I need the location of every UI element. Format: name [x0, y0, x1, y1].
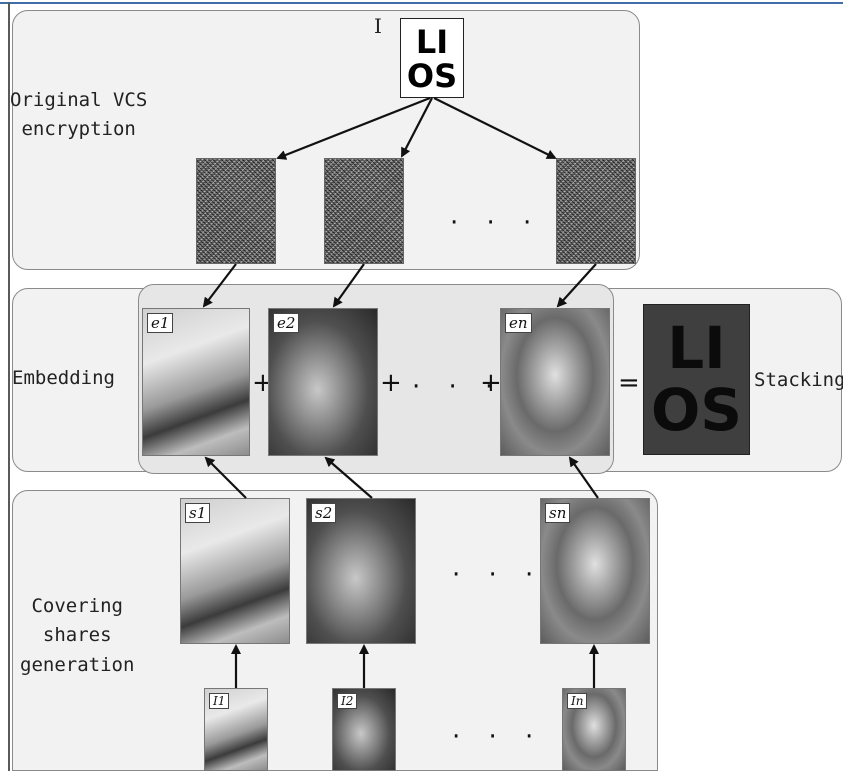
- covering-share-1-tag: s1: [185, 503, 211, 523]
- embedding-ellipsis: · · ·: [412, 372, 504, 402]
- cover-image-2: I2: [332, 688, 396, 771]
- vcs-share-ellipsis: · · ·: [450, 208, 542, 238]
- stacking-label: Stacking: [754, 369, 843, 391]
- embedded-share-2-tag: e2: [273, 313, 300, 333]
- covering-share-2-tag: s2: [311, 503, 337, 523]
- embedded-share-n-tag: en: [505, 313, 532, 333]
- arrow-share-1-to-embedded-1: [202, 263, 237, 308]
- covering-share-2: s2: [306, 498, 416, 644]
- vcs-share-1: [196, 158, 276, 264]
- vcs-share-2: [324, 158, 404, 264]
- stacked-result-image: LI OS: [643, 304, 750, 455]
- embedded-share-2: e2: [268, 308, 378, 456]
- arrow-secret-to-share-1: [276, 96, 431, 160]
- arrow-secret-to-share-2: [401, 97, 433, 158]
- cover-image-n: In: [562, 688, 626, 771]
- embedding-label: Embedding: [12, 367, 115, 389]
- arrow-secret-to-share-n: [433, 97, 557, 159]
- secret-image-line2: OS: [406, 57, 458, 95]
- plus-sign-3: +: [480, 368, 502, 398]
- equals-sign: =: [618, 368, 640, 398]
- arrow-covering-n-to-embedded-n: [568, 456, 599, 499]
- stacked-result-line1: LI: [667, 314, 726, 382]
- secret-image: LI OS: [400, 18, 464, 98]
- cover-image-1-tag: I1: [209, 693, 230, 709]
- cover-image-n-tag: In: [567, 693, 588, 709]
- arrow-covering-1-to-embedded-1: [204, 456, 247, 499]
- covering-share-1: s1: [180, 498, 290, 644]
- vcs-share-n: [556, 158, 636, 264]
- secret-image-marker: I: [374, 14, 382, 38]
- left-frame-line: [8, 2, 10, 771]
- secret-image-line1: LI: [415, 23, 449, 61]
- covering-share-n-tag: sn: [545, 503, 571, 523]
- arrow-covering-2-to-embedded-2: [324, 456, 373, 499]
- covering-shares-label: Covering shares generation: [20, 595, 135, 676]
- cover-image-ellipsis: · · ·: [452, 722, 544, 752]
- stacked-result-line2: OS: [650, 376, 743, 444]
- covering-ellipsis: · · ·: [452, 560, 544, 590]
- covering-share-n: sn: [540, 498, 650, 644]
- arrow-share-2-to-embedded-2: [332, 263, 365, 308]
- embedded-share-1-tag: e1: [147, 313, 174, 333]
- embedded-share-1: e1: [142, 308, 250, 456]
- embedded-share-n: en: [500, 308, 610, 456]
- top-frame-line: [0, 2, 843, 4]
- plus-sign-2: +: [380, 368, 402, 398]
- arrow-share-n-to-embedded-n: [556, 263, 597, 308]
- vcs-encryption-label: Original VCS encryption: [10, 89, 148, 141]
- cover-image-2-tag: I2: [337, 693, 358, 709]
